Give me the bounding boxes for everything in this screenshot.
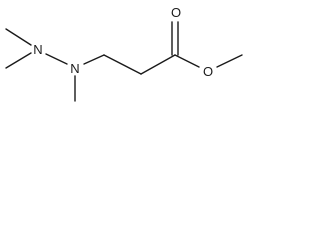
bond-c2-c3: [140, 54, 176, 75]
bond-methyl-a-n1: [5, 28, 32, 46]
bond-n1-n2: [45, 53, 68, 65]
chemical-structure-diagram: N N O O: [5, 5, 243, 102]
bond-o-ester-methyl: [216, 54, 243, 68]
atom-label-o-carbonyl: O: [171, 5, 181, 20]
atom-label-n1: N: [33, 42, 42, 57]
atom-label-n2: N: [70, 61, 79, 76]
bond-n2-c1: [83, 54, 105, 65]
bond-c3-o-ester: [174, 54, 200, 68]
bond-c1-c2: [103, 54, 142, 75]
bond-methyl-b-n1: [5, 52, 32, 69]
atom-label-o-ester: O: [203, 64, 213, 79]
